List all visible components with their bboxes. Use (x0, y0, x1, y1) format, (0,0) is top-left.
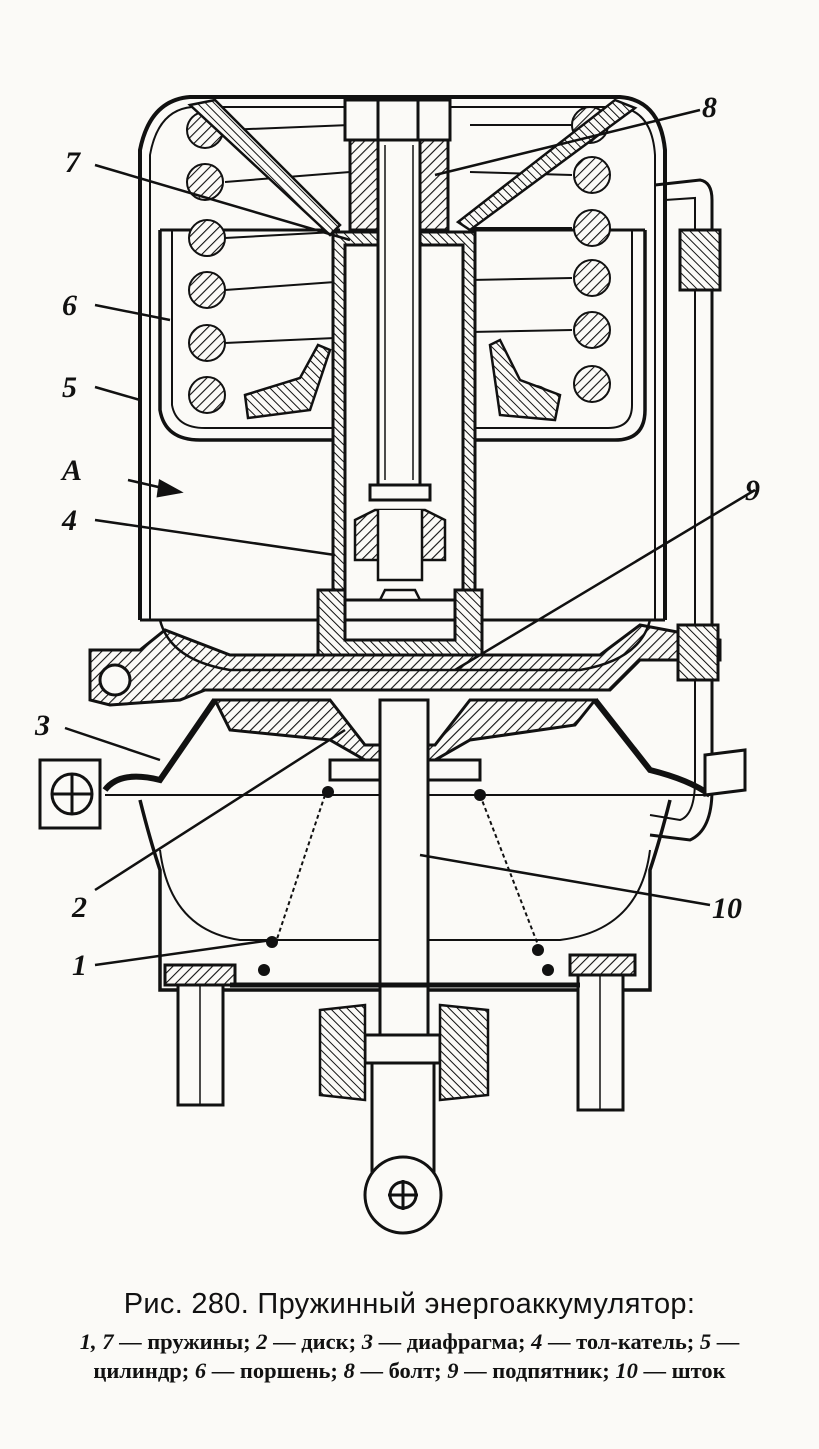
return-spring-wires (274, 794, 541, 951)
label-3: 3 (34, 709, 50, 742)
legend-text: — тол-катель; (542, 1329, 700, 1354)
label-7: 7 (65, 146, 81, 179)
legend-text: — поршень; (206, 1358, 344, 1383)
legend-number: 4 (531, 1329, 543, 1354)
legend-number: 2 (256, 1329, 268, 1354)
bolt (343, 98, 452, 502)
label-8: 8 (702, 91, 717, 124)
bolt-nut (353, 508, 447, 602)
legend-text: — подпятник; (458, 1358, 616, 1383)
label-10: 10 (712, 892, 742, 925)
legend-number: 6 (194, 1358, 207, 1383)
middle-flange (88, 619, 722, 707)
label-1: 1 (72, 949, 87, 982)
clamp-ring (38, 758, 102, 830)
return-spring-coils (258, 786, 554, 976)
part-labels: 7 8 6 5 А 4 9 3 2 1 10 (34, 91, 760, 982)
label-a: А (60, 454, 82, 487)
legend-text: — диск; (267, 1329, 362, 1354)
label-2: 2 (71, 891, 87, 924)
label-4: 4 (61, 504, 77, 537)
caption-title: Рис. 280. Пружинный энергоаккумулятор: (123, 1288, 696, 1320)
label-5: 5 (62, 371, 77, 404)
legend-number: 8 (343, 1358, 355, 1383)
spring-cups (187, 98, 638, 422)
legend-text: — пружины; (113, 1329, 257, 1354)
legend-number: 3 (361, 1329, 373, 1354)
legend-number: 5 (699, 1329, 712, 1354)
legend-text: — шток (637, 1358, 726, 1383)
label-6: 6 (62, 289, 77, 322)
legend-text: — цилиндр; (93, 1329, 740, 1383)
legend-text: — диафрагма; (372, 1329, 532, 1354)
legend-text: — болт; (354, 1358, 448, 1383)
caption-legend: 1, 7 — пружины; 2 — диск; 3 — диафрагма;… (45, 1327, 775, 1385)
legend-number: 10 (615, 1358, 638, 1383)
air-pipe (649, 178, 747, 842)
rod-boot-springs (318, 1003, 490, 1102)
legend-number: 1, 7 (79, 1329, 114, 1354)
outer-springs (186, 106, 611, 419)
mounting-studs (163, 953, 637, 1112)
figure-caption: Рис. 280. Пружинный энергоаккумулятор: 1… (0, 1288, 819, 1385)
spring-brake-chamber-diagram: 7 8 6 5 А 4 9 3 2 1 10 (34, 91, 760, 1235)
label-9: 9 (745, 474, 760, 507)
legend-number: 9 (447, 1358, 459, 1383)
leader-lines (64, 108, 756, 967)
